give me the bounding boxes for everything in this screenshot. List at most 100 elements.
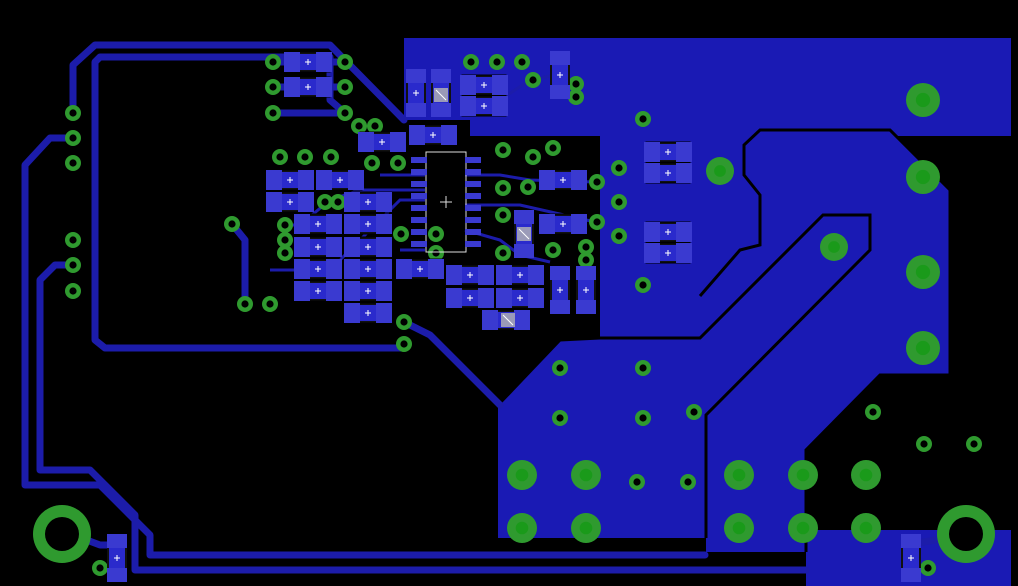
via[interactable] <box>262 296 278 312</box>
via[interactable] <box>578 239 594 255</box>
via[interactable] <box>337 105 353 121</box>
via[interactable] <box>317 194 333 210</box>
via[interactable] <box>65 105 81 121</box>
via[interactable] <box>65 130 81 146</box>
via[interactable] <box>390 155 406 171</box>
through-hole-pad[interactable] <box>571 513 601 543</box>
smd-resistor[interactable] <box>344 302 392 324</box>
through-hole-pad[interactable] <box>906 331 940 365</box>
via[interactable] <box>552 360 568 376</box>
smd-resistor[interactable] <box>284 76 332 98</box>
smd-resistor[interactable] <box>266 169 314 191</box>
through-hole-pad[interactable] <box>507 513 537 543</box>
smd-resistor[interactable] <box>460 74 508 96</box>
via[interactable] <box>265 54 281 70</box>
smd-resistor[interactable] <box>344 258 392 280</box>
via[interactable] <box>367 118 383 134</box>
smd-resistor[interactable] <box>644 221 692 243</box>
via[interactable] <box>277 232 293 248</box>
through-hole-pad[interactable] <box>820 233 848 261</box>
smd-components[interactable] <box>107 51 921 582</box>
via[interactable] <box>92 560 108 576</box>
smd-resistor[interactable] <box>344 213 392 235</box>
via[interactable] <box>428 226 444 242</box>
via[interactable] <box>396 314 412 330</box>
via[interactable] <box>364 155 380 171</box>
via[interactable] <box>686 404 702 420</box>
smd-resistor[interactable] <box>644 141 692 163</box>
via[interactable] <box>393 226 409 242</box>
via[interactable] <box>65 283 81 299</box>
through-hole-pad[interactable] <box>851 513 881 543</box>
via[interactable] <box>265 105 281 121</box>
via[interactable] <box>337 54 353 70</box>
smd-resistor[interactable] <box>344 191 392 213</box>
smd-capacitor[interactable] <box>550 51 570 99</box>
via[interactable] <box>65 257 81 273</box>
via[interactable] <box>525 72 541 88</box>
smd-resistor[interactable] <box>446 287 494 309</box>
via[interactable] <box>495 245 511 261</box>
via[interactable] <box>520 179 536 195</box>
via[interactable] <box>635 277 651 293</box>
smd-resistor[interactable] <box>358 131 406 153</box>
via[interactable] <box>330 194 346 210</box>
via[interactable] <box>495 142 511 158</box>
smd-resistor[interactable] <box>344 280 392 302</box>
via[interactable] <box>489 54 505 70</box>
through-hole-pad[interactable] <box>706 157 734 185</box>
through-hole-pad[interactable] <box>788 460 818 490</box>
mounting-hole[interactable] <box>33 505 91 563</box>
through-hole-pad[interactable] <box>851 460 881 490</box>
through-hole-pad[interactable] <box>906 83 940 117</box>
via[interactable] <box>277 245 293 261</box>
via[interactable] <box>323 149 339 165</box>
via[interactable] <box>552 410 568 426</box>
smd-resistor[interactable] <box>396 258 444 280</box>
smd-capacitor[interactable] <box>107 534 127 582</box>
via[interactable] <box>611 228 627 244</box>
through-hole-pad[interactable] <box>906 160 940 194</box>
via[interactable] <box>277 217 293 233</box>
through-hole-pad[interactable] <box>571 460 601 490</box>
via[interactable] <box>65 232 81 248</box>
smd-resistor[interactable] <box>496 287 544 309</box>
smd-resistor[interactable] <box>344 236 392 258</box>
through-hole-pad[interactable] <box>724 460 754 490</box>
smd-resistor[interactable] <box>539 169 587 191</box>
through-hole-pads[interactable] <box>33 83 995 563</box>
via[interactable] <box>635 410 651 426</box>
via[interactable] <box>680 474 696 490</box>
smd-resistor[interactable] <box>644 242 692 264</box>
smd-capacitor[interactable] <box>406 69 426 117</box>
via[interactable] <box>966 436 982 452</box>
smd-resistor[interactable] <box>446 264 494 286</box>
via[interactable] <box>265 79 281 95</box>
via[interactable] <box>916 436 932 452</box>
vias[interactable] <box>65 54 982 576</box>
smd-resistor[interactable] <box>294 280 342 302</box>
via[interactable] <box>611 160 627 176</box>
via[interactable] <box>297 149 313 165</box>
via[interactable] <box>611 194 627 210</box>
via[interactable] <box>568 76 584 92</box>
via[interactable] <box>589 174 605 190</box>
smd-capacitor[interactable] <box>576 266 596 314</box>
smd-resistor[interactable] <box>644 162 692 184</box>
via[interactable] <box>237 296 253 312</box>
via[interactable] <box>463 54 479 70</box>
via[interactable] <box>428 245 444 261</box>
via[interactable] <box>545 242 561 258</box>
ic-footprint[interactable] <box>411 151 481 253</box>
smd-resistor[interactable] <box>409 124 457 146</box>
via[interactable] <box>337 79 353 95</box>
via[interactable] <box>629 474 645 490</box>
via[interactable] <box>589 214 605 230</box>
smd-resistor[interactable] <box>266 191 314 213</box>
via[interactable] <box>224 216 240 232</box>
via[interactable] <box>514 54 530 70</box>
smd-capacitor[interactable] <box>550 266 570 314</box>
via[interactable] <box>272 149 288 165</box>
